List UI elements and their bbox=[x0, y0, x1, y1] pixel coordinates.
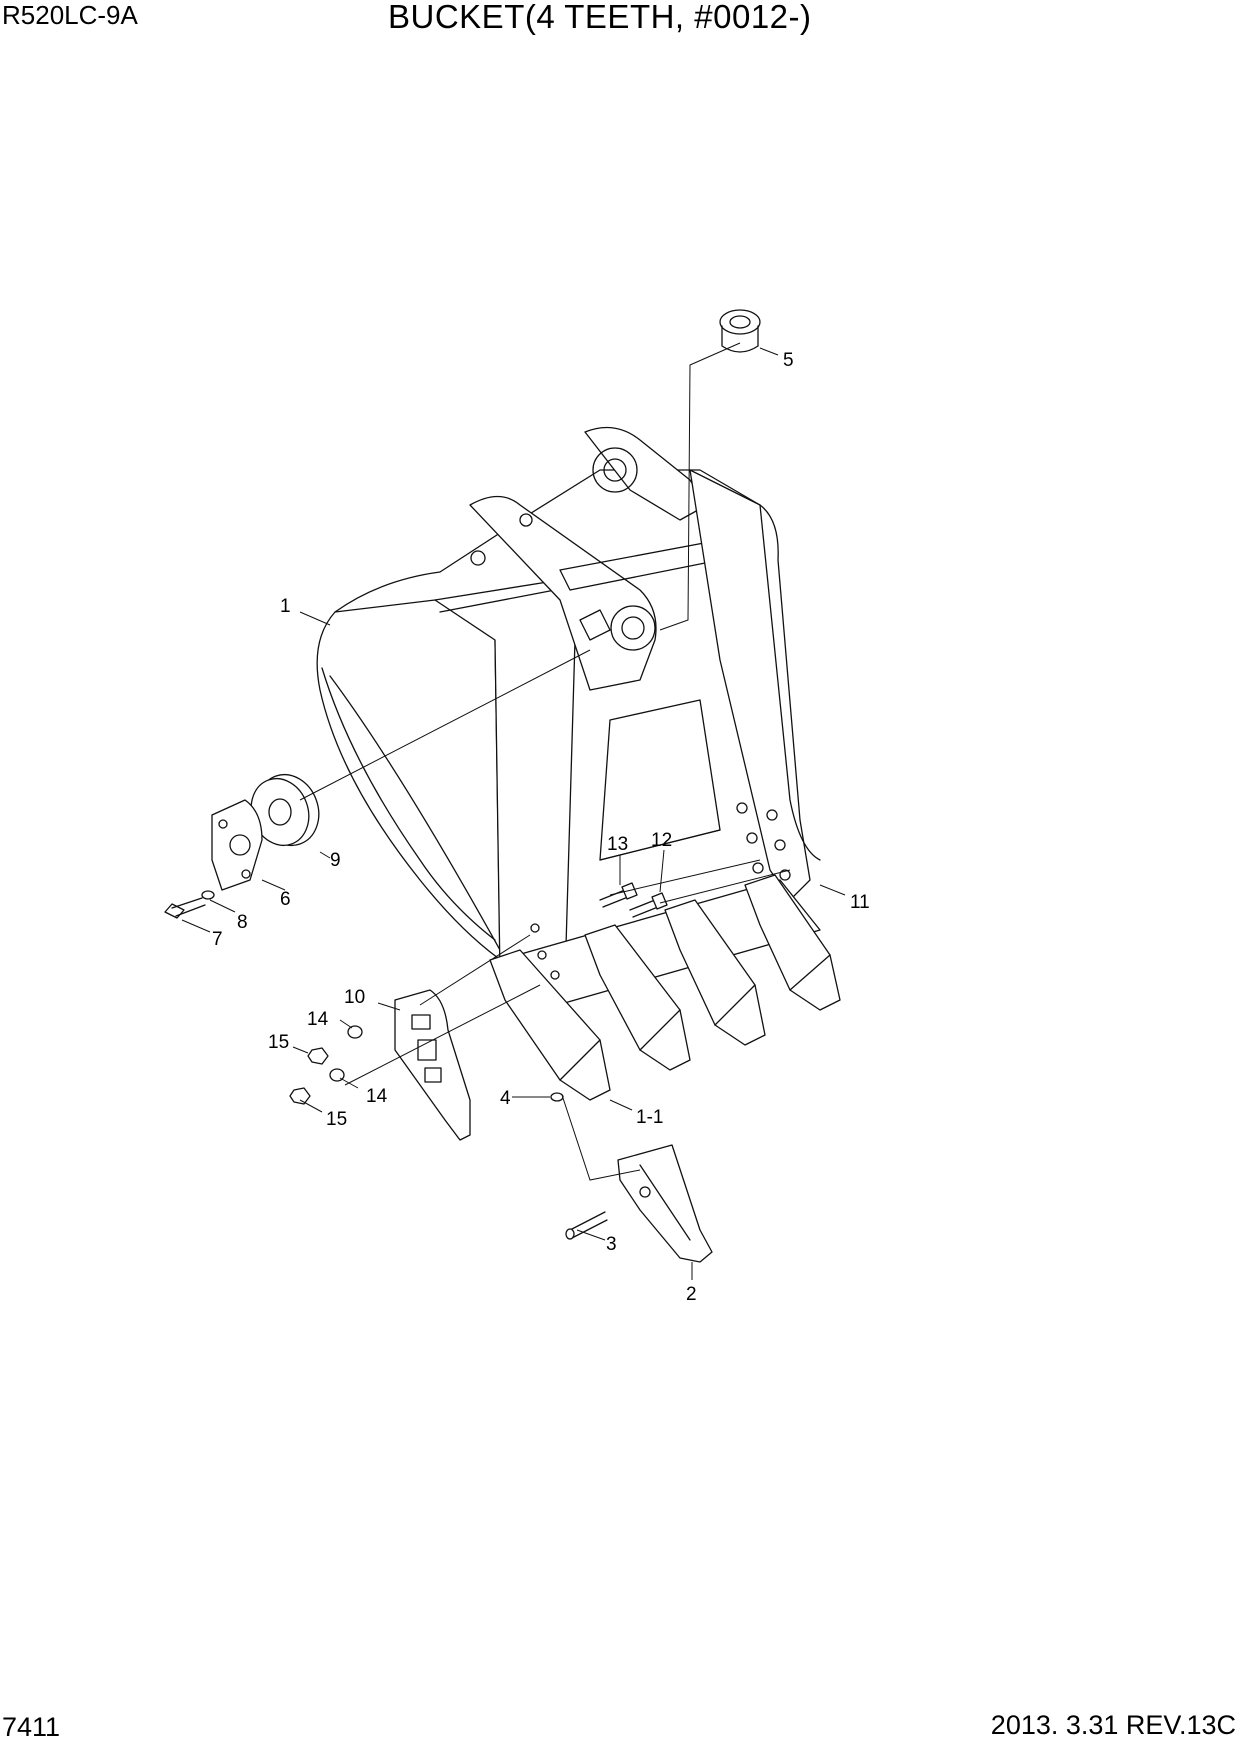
callout-13: 13 bbox=[607, 834, 628, 855]
callout-10: 10 bbox=[344, 987, 365, 1008]
callout-1-1: 1-1 bbox=[636, 1107, 663, 1128]
bushing-part-5 bbox=[719, 309, 761, 353]
stopper-part-6 bbox=[211, 799, 263, 891]
revision-date: 2013. 3.31 REV.13C bbox=[990, 1710, 1236, 1740]
callout-14-lower: 14 bbox=[366, 1086, 388, 1107]
callout-14-upper: 14 bbox=[307, 1009, 329, 1030]
bolts-parts-12-13 bbox=[599, 882, 668, 918]
callout-4: 4 bbox=[500, 1088, 511, 1109]
callout-15-upper: 15 bbox=[268, 1032, 289, 1053]
callout-1: 1 bbox=[280, 596, 291, 617]
callout-7: 7 bbox=[212, 929, 223, 950]
page-title: BUCKET(4 TEETH, #0012-) bbox=[388, 0, 812, 35]
bolt-part-7 bbox=[164, 890, 215, 919]
boss-part-9 bbox=[250, 773, 320, 847]
callout-6: 6 bbox=[280, 889, 291, 910]
callout-8: 8 bbox=[237, 912, 248, 933]
callout-5: 5 bbox=[783, 350, 794, 371]
model-code: R520LC-9A bbox=[2, 0, 138, 30]
page-number: 7411 bbox=[2, 1712, 61, 1742]
tooth-adapters bbox=[489, 874, 841, 1101]
callout-labels: 1 5 9 6 8 7 10 14 15 14 15 13 12 11 4 1-… bbox=[212, 350, 870, 1305]
callout-leaders bbox=[181, 347, 846, 1280]
callout-12: 12 bbox=[651, 830, 672, 851]
lock-part-4 bbox=[550, 1092, 564, 1102]
bucket-body bbox=[316, 426, 821, 1011]
callout-2: 2 bbox=[686, 1284, 697, 1305]
side-cutter-part-10 bbox=[394, 989, 471, 1141]
hardware-parts-14-15 bbox=[289, 1025, 363, 1105]
tooth-point-part-2 bbox=[617, 1144, 713, 1263]
assembly-lines bbox=[299, 342, 791, 1181]
callout-3: 3 bbox=[606, 1234, 617, 1255]
callout-11: 11 bbox=[850, 892, 870, 913]
callout-15-lower: 15 bbox=[326, 1109, 347, 1130]
callout-9: 9 bbox=[330, 850, 341, 871]
pin-part-3 bbox=[565, 1211, 608, 1240]
